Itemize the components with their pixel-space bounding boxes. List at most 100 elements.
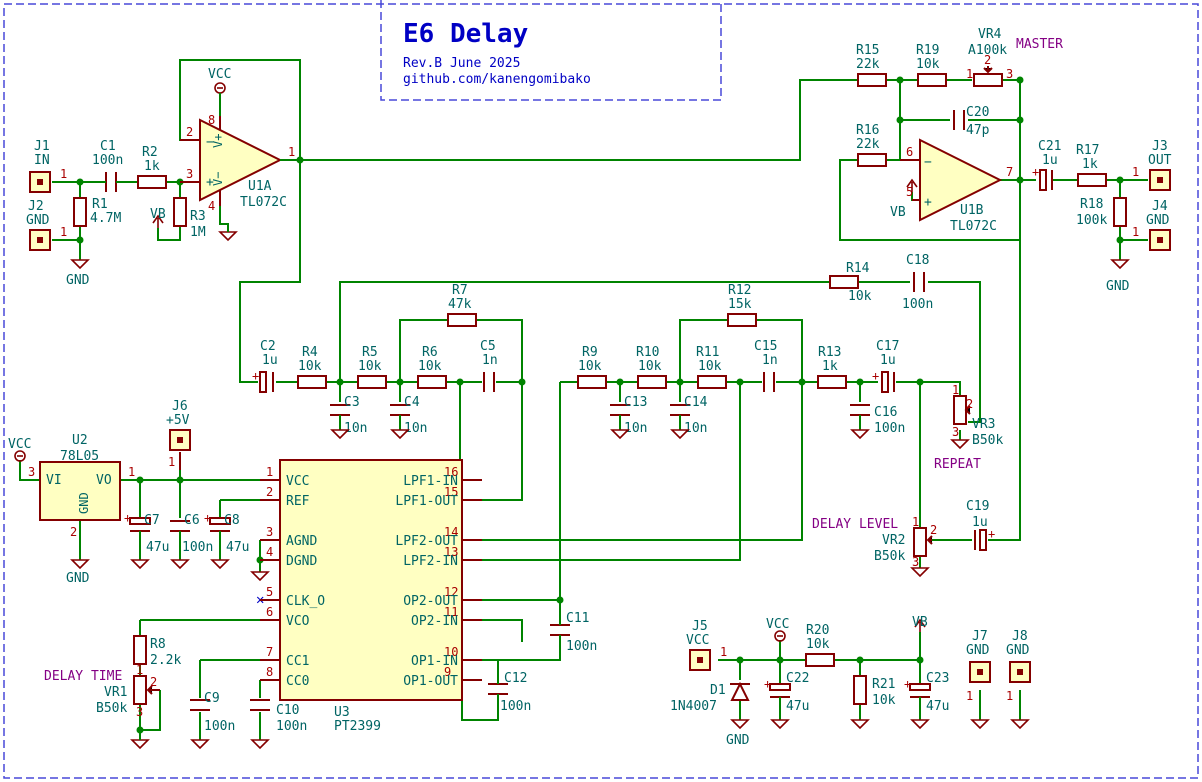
resistor-r10: R10 10k xyxy=(636,345,667,389)
opamp-u1a: − + V+ V− 2 3 8 4 1 U1A TL072C xyxy=(180,113,300,213)
svg-text:C7: C7 xyxy=(144,513,160,528)
resistor-r14: R14 10k xyxy=(829,261,872,304)
connector-j5: J5 VCC 1 xyxy=(686,619,727,671)
u3-pin-number: 9 xyxy=(444,665,451,679)
svg-text:GND: GND xyxy=(726,733,750,748)
svg-text:GND: GND xyxy=(1146,213,1170,228)
svg-text:C1: C1 xyxy=(100,139,116,154)
svg-text:+5V: +5V xyxy=(166,413,190,428)
svg-text:15k: 15k xyxy=(728,297,752,312)
u3-pin-number: 3 xyxy=(266,525,273,539)
svg-text:R5: R5 xyxy=(362,345,378,360)
svg-text:100n: 100n xyxy=(874,421,905,436)
u3-pin-name: DGND xyxy=(286,554,317,569)
svg-text:VB: VB xyxy=(890,205,906,220)
power-symbols xyxy=(14,82,1130,750)
svg-text:C12: C12 xyxy=(504,671,527,686)
u3-pin-number: 10 xyxy=(444,645,458,659)
svg-text:100n: 100n xyxy=(566,639,597,654)
svg-text:C5: C5 xyxy=(480,339,496,354)
delay-ic-u3: U3 PT2399 ✕ 1VCC2REF3AGND4DGND5CLK_O6VCO… xyxy=(256,459,482,734)
svg-text:B50k: B50k xyxy=(874,549,905,564)
u3-pin-name: OP2-OUT xyxy=(403,594,458,609)
svg-text:47u: 47u xyxy=(146,540,169,555)
svg-text:C21: C21 xyxy=(1038,139,1061,154)
u3-pin-number: 11 xyxy=(444,605,458,619)
svg-text:IN: IN xyxy=(34,153,50,168)
svg-text:10n: 10n xyxy=(344,421,367,436)
svg-text:1: 1 xyxy=(168,455,175,469)
svg-text:47u: 47u xyxy=(786,699,809,714)
master-label: MASTER xyxy=(1016,37,1063,52)
svg-text:3: 3 xyxy=(1006,67,1013,81)
svg-text:1: 1 xyxy=(1132,165,1139,179)
svg-text:C10: C10 xyxy=(276,703,299,718)
schematic-title: E6 Delay xyxy=(403,19,528,49)
svg-text:10k: 10k xyxy=(806,637,830,652)
svg-text:10k: 10k xyxy=(358,359,382,374)
capacitor-c5: C5 1n xyxy=(480,339,498,392)
vcc-symbol xyxy=(14,450,26,462)
vb-symbol xyxy=(152,214,164,228)
svg-text:U1A: U1A xyxy=(248,179,272,194)
connector-j4: J4 GND 1 xyxy=(1132,199,1171,251)
repeat-label: REPEAT xyxy=(934,457,981,472)
vb-symbol xyxy=(914,618,926,632)
svg-text:10k: 10k xyxy=(638,359,662,374)
svg-text:100k: 100k xyxy=(1076,213,1107,228)
svg-text:+: + xyxy=(988,527,995,541)
resistor-r20: R20 10k xyxy=(805,623,835,667)
capacitor-c6: C6 100n xyxy=(170,513,213,555)
ground-symbol xyxy=(1010,719,1030,730)
svg-text:4: 4 xyxy=(208,199,215,213)
u3-pin-number: 2 xyxy=(266,485,273,499)
resistor-r18: R18 100k xyxy=(1076,197,1127,228)
capacitor-c13: C13 10n xyxy=(610,395,647,436)
resistor-r15: R15 22k xyxy=(856,43,887,87)
svg-text:+: + xyxy=(872,369,879,383)
svg-text:1: 1 xyxy=(60,167,67,181)
svg-text:100n: 100n xyxy=(92,153,123,168)
svg-text:+: + xyxy=(904,677,911,691)
svg-text:R3: R3 xyxy=(190,209,206,224)
resistor-r11: R11 10k xyxy=(696,345,727,389)
svg-text:U2: U2 xyxy=(72,433,88,448)
svg-text:3: 3 xyxy=(952,425,959,439)
svg-text:47u: 47u xyxy=(926,699,949,714)
svg-text:B50k: B50k xyxy=(972,433,1003,448)
svg-text:TL072C: TL072C xyxy=(950,219,997,234)
u3-pin-number: 1 xyxy=(266,465,273,479)
svg-text:10k: 10k xyxy=(418,359,442,374)
ground-symbol xyxy=(770,719,790,730)
svg-text:10k: 10k xyxy=(872,693,896,708)
svg-text:2: 2 xyxy=(70,525,77,539)
svg-text:VR3: VR3 xyxy=(972,417,995,432)
capacitor-c10: C10 100n xyxy=(250,699,307,734)
svg-text:1: 1 xyxy=(60,225,67,239)
svg-text:3: 3 xyxy=(28,465,35,479)
svg-text:R10: R10 xyxy=(636,345,659,360)
svg-text:C22: C22 xyxy=(786,671,809,686)
svg-text:1: 1 xyxy=(720,645,727,659)
svg-text:2: 2 xyxy=(150,675,157,689)
capacitor-c3: C3 10n xyxy=(330,395,367,436)
svg-text:D1: D1 xyxy=(710,683,726,698)
title-block: E6 Delay Rev.B June 2025 github.com/kane… xyxy=(380,0,722,101)
svg-text:1: 1 xyxy=(128,465,135,479)
svg-text:R2: R2 xyxy=(142,145,158,160)
svg-text:2.2k: 2.2k xyxy=(150,653,181,668)
svg-text:10k: 10k xyxy=(298,359,322,374)
capacitor-c14: C14 10n xyxy=(670,395,708,436)
potentiometer-vr3: 1 2 3 VR3 B50k xyxy=(952,383,1003,448)
svg-text:VCC: VCC xyxy=(686,633,709,648)
capacitor-c17: + C17 1u xyxy=(872,339,899,393)
capacitor-c16: C16 100n xyxy=(850,404,905,436)
svg-text:R1: R1 xyxy=(92,197,108,212)
u3-pin-name: LPF2-OUT xyxy=(395,534,458,549)
svg-text:1k: 1k xyxy=(822,359,838,374)
svg-text:R17: R17 xyxy=(1076,143,1099,158)
capacitor-c11: C11 100n xyxy=(550,611,597,654)
svg-text:1: 1 xyxy=(136,663,143,677)
svg-text:100n: 100n xyxy=(902,297,933,312)
resistor-r9: R9 10k xyxy=(577,345,607,389)
